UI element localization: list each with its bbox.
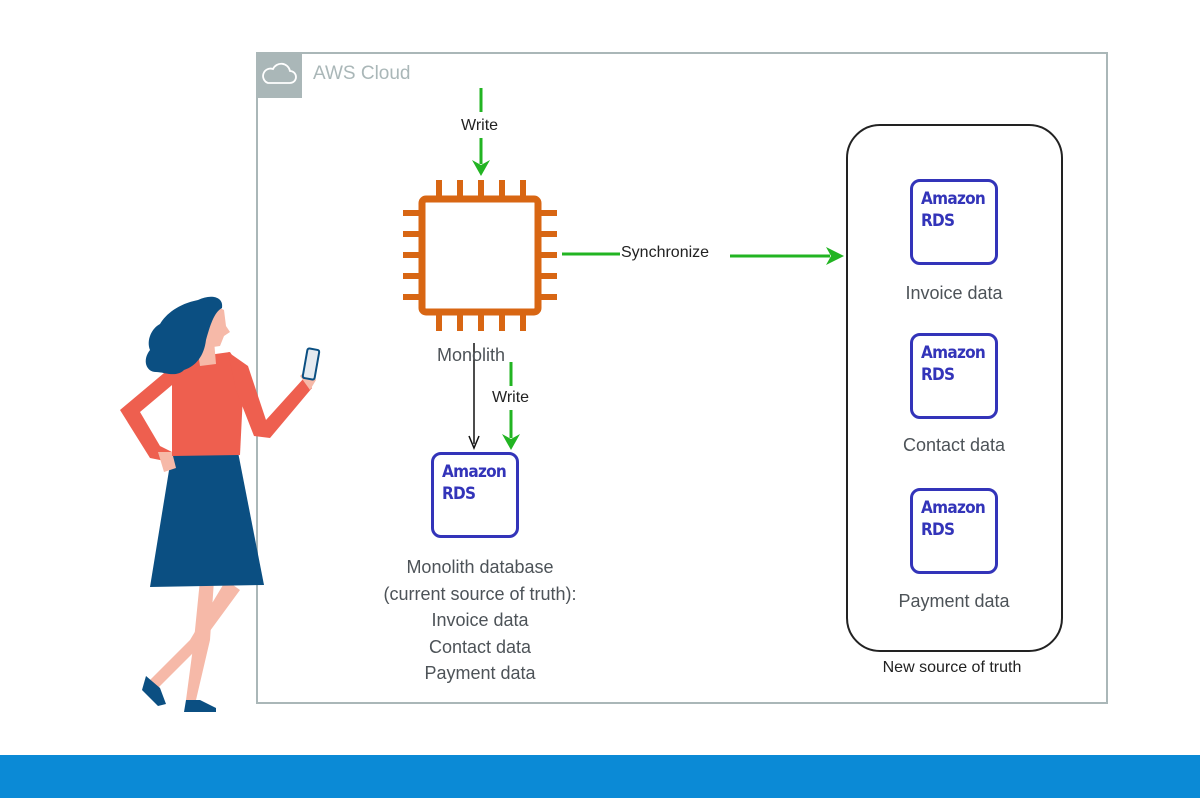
rds-text-line2: RDS [921,211,955,231]
rds-text-line2: RDS [442,484,476,504]
rds-text-line1: Amazon [921,189,986,209]
db-label-line: Monolith database [406,557,554,577]
invoice-data-label: Invoice data [905,283,1003,303]
monolith-db-label: Monolith database (current source of tru… [330,554,630,687]
write-label-top: Write [460,117,500,135]
write-arrow-top [472,88,490,176]
rds-text-line1: Amazon [442,462,507,482]
db-label-line: Payment data [424,663,536,683]
db-label-line: (current source of truth): [383,583,577,604]
payment-data-label: Payment data [898,591,1010,611]
db-label-line: Contact data [428,636,532,657]
read-arrow-black [468,343,480,450]
rds-text-line2: RDS [921,520,955,540]
rds-text-line1: Amazon [921,343,986,363]
cloud-icon [256,52,302,98]
aws-cloud-group [256,52,1108,704]
contact-data-label: Contact data [902,435,1006,455]
woman-illustration [120,296,321,712]
synchronize-label: Synchronize [620,244,711,262]
aws-cloud-label: AWS Cloud [313,63,411,84]
rds-text-line2: RDS [921,365,955,385]
bottom-banner [0,755,1200,798]
monolith-label: Monolith [437,345,506,365]
new-source-caption: New source of truth [882,659,1022,676]
write-arrow-db [502,362,520,450]
db-label-line: Invoice data [431,610,529,630]
rds-text-line1: Amazon [921,498,986,518]
synchronize-arrow [562,247,844,265]
chip-icon [403,180,557,331]
write-label-db: Write [491,389,531,407]
new-source-of-truth-group [846,124,1063,652]
